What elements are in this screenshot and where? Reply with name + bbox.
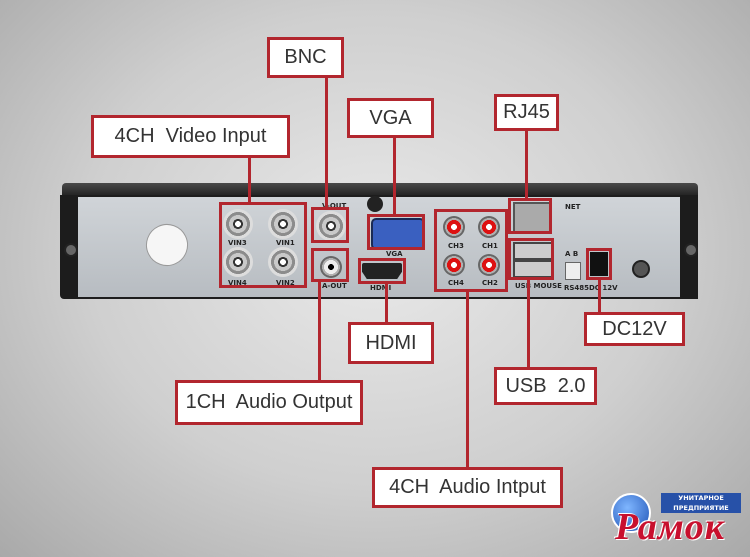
- label-audio-output: 1CH Audio Output: [175, 380, 363, 425]
- rca-ch4: [443, 254, 465, 276]
- label-rj45: RJ45: [494, 94, 559, 131]
- label-usb: USB 2.0: [494, 367, 597, 405]
- logo-band-line1: УНИТАРНОЕ: [678, 494, 724, 502]
- bnc-leader: [325, 78, 328, 207]
- company-logo: УНИТАРНОЕ ПРЕДПРИЯТИЕ Рамок: [603, 489, 745, 551]
- bnc-vin3: [223, 209, 253, 239]
- bnc-vin1: [268, 209, 298, 239]
- hdmi-port: [362, 263, 402, 279]
- rca-ch3: [443, 216, 465, 238]
- globe-icon: [611, 493, 651, 533]
- audio-output-frame: [311, 248, 349, 282]
- port-label-ch4: CH4: [448, 279, 464, 287]
- dc-power-jack: [590, 252, 608, 276]
- port-label-ch1: CH1: [482, 242, 498, 250]
- port-label-v-out: V-OUT: [322, 202, 347, 210]
- port-label-ch3: CH3: [448, 242, 464, 250]
- bnc-frame: [311, 207, 349, 243]
- rca-audio-out: [320, 256, 342, 278]
- hdmi-frame: [358, 258, 406, 284]
- logo-band: УНИТАРНОЕ ПРЕДПРИЯТИЕ: [661, 493, 741, 513]
- port-label-vin2: VIN2: [276, 279, 295, 287]
- bnc-video-out: [316, 211, 346, 241]
- right-screw-icon: [684, 243, 698, 257]
- port-label-net: NET: [565, 203, 581, 211]
- bnc-vin2: [268, 247, 298, 277]
- port-label-a-out: A-OUT: [322, 282, 347, 290]
- port-label-rs485: RS485: [564, 284, 590, 292]
- logo-wordmark: Рамок: [615, 506, 726, 548]
- label-hdmi: HDMI: [348, 322, 434, 364]
- audio-input-frame: [434, 209, 508, 292]
- label-video-input: 4CH Video Input: [91, 115, 290, 158]
- bnc-vin4: [223, 247, 253, 277]
- vga-port: [371, 218, 425, 250]
- label-vga: VGA: [347, 98, 434, 138]
- hdmi-leader: [385, 284, 388, 322]
- port-label-vga: VGA: [386, 250, 403, 258]
- port-label-ab: A B: [565, 250, 579, 258]
- ground-screw-icon: [632, 260, 650, 278]
- dc-leader: [598, 280, 601, 312]
- vga-leader: [393, 138, 396, 214]
- port-label-hdmi: HDMI: [370, 284, 392, 292]
- screw-icon: [367, 196, 383, 212]
- audio-input-leader: [466, 292, 469, 467]
- port-label-vin1: VIN1: [276, 239, 295, 247]
- label-bnc: BNC: [267, 37, 344, 78]
- rj45-leader: [525, 131, 528, 198]
- vga-frame: [367, 214, 425, 250]
- port-label-dc12v: DC 12V: [589, 284, 618, 292]
- usb-frame: [508, 238, 554, 280]
- label-dc12v: DC12V: [584, 312, 685, 346]
- rca-ch2: [478, 254, 500, 276]
- video-input-frame: [219, 202, 307, 288]
- port-label-vin4: VIN4: [228, 279, 247, 287]
- left-screw-icon: [64, 243, 78, 257]
- dvr-top-cover: [62, 183, 698, 197]
- logo-band-line2: ПРЕДПРИЯТИЕ: [673, 504, 729, 512]
- rj45-frame: [508, 198, 552, 234]
- video-input-leader: [248, 158, 251, 202]
- rs485-terminal: [565, 262, 581, 280]
- usb-leader: [527, 280, 530, 367]
- port-label-usb-mouse: USB MOUSE: [515, 282, 562, 290]
- audio-output-leader: [318, 282, 321, 380]
- label-audio-input: 4CH Audio Intput: [372, 467, 563, 508]
- dc-frame: [586, 248, 612, 280]
- port-label-vin3: VIN3: [228, 239, 247, 247]
- port-label-ch2: CH2: [482, 279, 498, 287]
- rca-ch1: [478, 216, 500, 238]
